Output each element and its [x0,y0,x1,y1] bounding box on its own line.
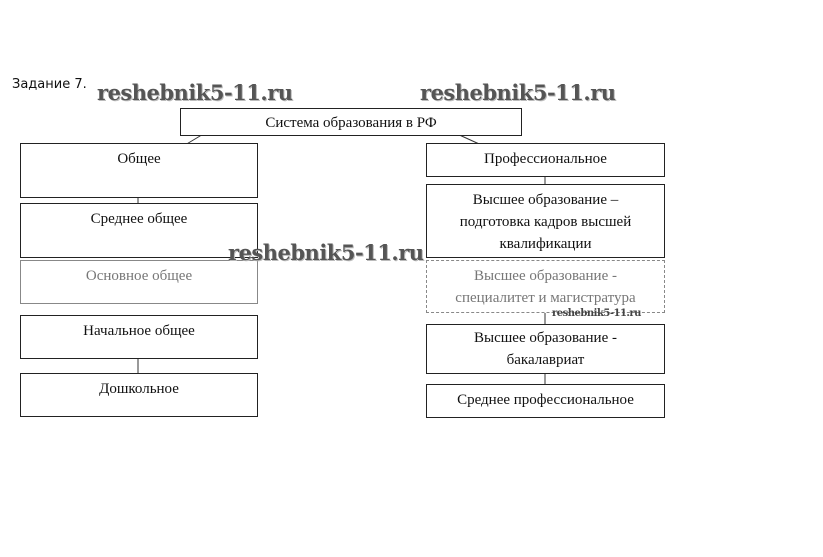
general-node: Общее [20,143,258,198]
professional-node: Профессиональное [426,143,665,177]
general-level-preschool: Дошкольное [20,373,258,417]
general-level-primary: Начальное общее [20,315,258,359]
professional-level-secondary-vocational: Среднее профессиональное [426,384,665,418]
general-level-basic: Основное общее [20,260,258,304]
root-node: Система образования в РФ [180,108,522,136]
task-label: Задание 7. [12,77,87,92]
professional-level-bachelor: Высшее образование - бакалавриат [426,324,665,374]
watermark: reshebnik5-11.ru [97,80,293,105]
general-level-secondary: Среднее общее [20,203,258,258]
watermark: reshebnik5-11.ru [420,80,616,105]
watermark: reshebnik5-11.ru [228,240,424,265]
professional-level-specialist-master: Высшее образование - специалитет и магис… [426,260,665,313]
watermark: reshebnik5-11.ru [552,308,641,319]
professional-level-higher-qualification: Высшее образование – подготовка кадров в… [426,184,665,258]
